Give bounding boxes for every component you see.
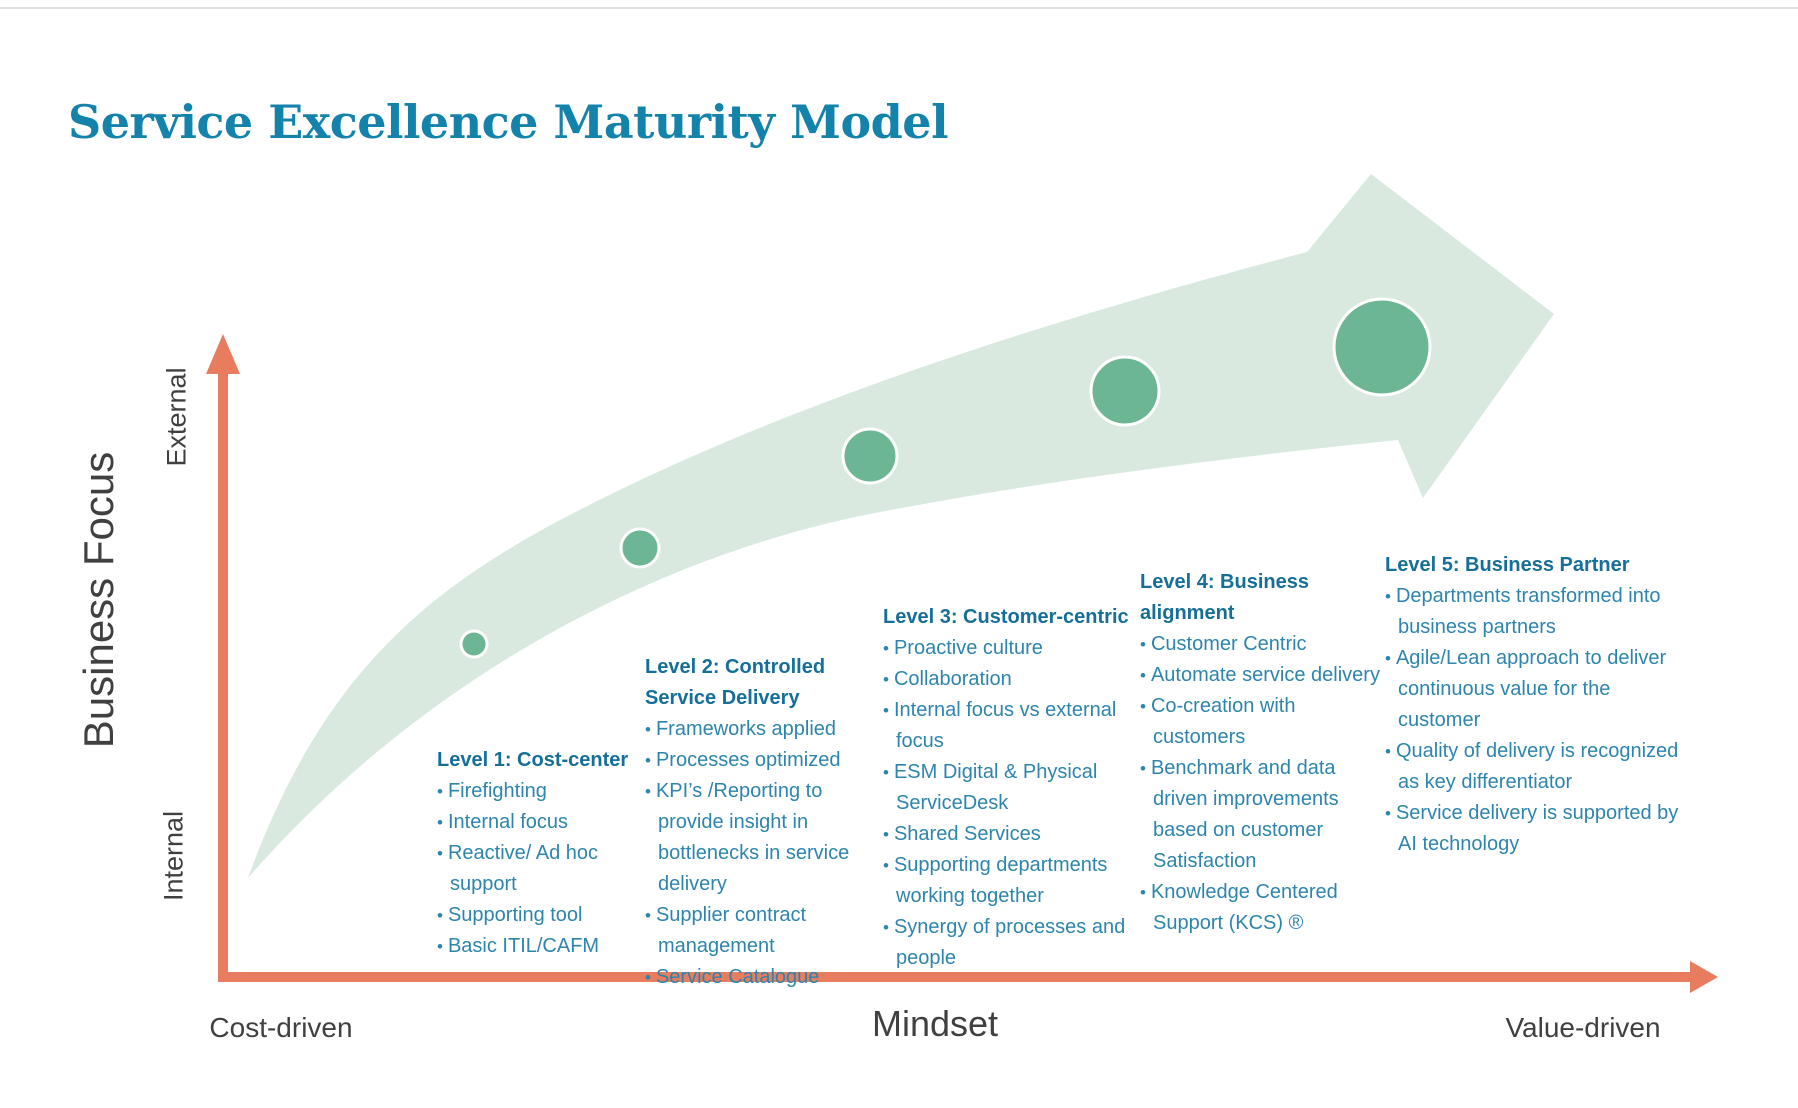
bullet-item: Reactive/ Ad hoc support: [437, 838, 637, 900]
bullet-item: Quality of delivery is recognized as key…: [1385, 736, 1685, 798]
x-axis-left-label: Cost-driven: [209, 1012, 353, 1043]
bullet-item: Collaboration: [883, 664, 1133, 695]
level-2-heading: Level 2: Controlled Service Delivery: [645, 656, 826, 709]
bullet-item: Automate service delivery: [1140, 660, 1392, 691]
x-axis-right-label: Value-driven: [1505, 1012, 1661, 1043]
top-divider-line: [0, 7, 1798, 9]
level-1-column: Level 1: Cost-center FirefightingInterna…: [437, 745, 637, 962]
bullet-item: Processes optimized: [645, 745, 893, 776]
milestone-dot-level1: [459, 629, 489, 659]
level-2-column: Level 2: Controlled Service Delivery Fra…: [645, 652, 893, 993]
bullet-item: Customer Centric: [1140, 629, 1392, 660]
bullet-item: Proactive culture: [883, 633, 1133, 664]
level-1-bullets: FirefightingInternal focusReactive/ Ad h…: [437, 776, 637, 962]
bullet-item: Internal focus vs external focus: [883, 695, 1133, 757]
milestone-dot-level2: [619, 527, 661, 569]
level-4-heading: Level 4: Business alignment: [1140, 571, 1309, 624]
level-5-column: Level 5: Business Partner Departments tr…: [1385, 550, 1685, 860]
level-4-bullets: Customer CentricAutomate service deliver…: [1140, 629, 1392, 939]
milestone-dot-level3: [841, 427, 899, 485]
bullet-item: KPI’s /Reporting to provide insight in b…: [645, 776, 893, 900]
level-1-heading: Level 1: Cost-center: [437, 749, 629, 771]
bullet-item: Synergy of processes and people: [883, 912, 1133, 974]
level-3-column: Level 3: Customer-centric Proactive cult…: [883, 602, 1133, 974]
bullet-item: Benchmark and data driven improvements b…: [1140, 753, 1392, 877]
level-3-bullets: Proactive cultureCollaborationInternal f…: [883, 633, 1133, 974]
y-axis-arrow-icon: [206, 334, 240, 982]
bullet-item: Supporting departments working together: [883, 850, 1133, 912]
bullet-item: Supplier contract management: [645, 900, 893, 962]
bullet-item: Shared Services: [883, 819, 1133, 850]
level-3-heading: Level 3: Customer-centric: [883, 606, 1129, 628]
bullet-item: Internal focus: [437, 807, 637, 838]
page-title: Service Excellence Maturity Model: [68, 94, 949, 149]
bullet-item: Supporting tool: [437, 900, 637, 931]
x-axis-title: Mindset: [871, 1003, 999, 1044]
bullet-item: Departments transformed into business pa…: [1385, 581, 1685, 643]
x-axis-arrow-icon: [218, 961, 1718, 993]
bullet-item: Agile/Lean approach to deliver continuou…: [1385, 643, 1685, 736]
level-5-heading: Level 5: Business Partner: [1385, 554, 1630, 576]
bullet-item: Firefighting: [437, 776, 637, 807]
milestone-dot-level5: [1332, 297, 1432, 397]
level-5-bullets: Departments transformed into business pa…: [1385, 581, 1685, 860]
level-2-bullets: Frameworks appliedProcesses optimizedKPI…: [645, 714, 893, 993]
bullet-item: Frameworks applied: [645, 714, 893, 745]
level-4-column: Level 4: Business alignment Customer Cen…: [1140, 567, 1392, 939]
bullet-item: Basic ITIL/CAFM: [437, 931, 637, 962]
milestone-dot-level4: [1089, 355, 1161, 427]
growth-arrow-icon: [248, 174, 1554, 878]
bullet-item: Service delivery is supported by AI tech…: [1385, 798, 1685, 860]
bullet-item: Co-creation with customers: [1140, 691, 1392, 753]
bullet-item: ESM Digital & Physical ServiceDesk: [883, 757, 1133, 819]
bullet-item: Knowledge Centered Support (KCS) ®: [1140, 877, 1392, 939]
bullet-item: Service Catalogue: [645, 962, 893, 993]
